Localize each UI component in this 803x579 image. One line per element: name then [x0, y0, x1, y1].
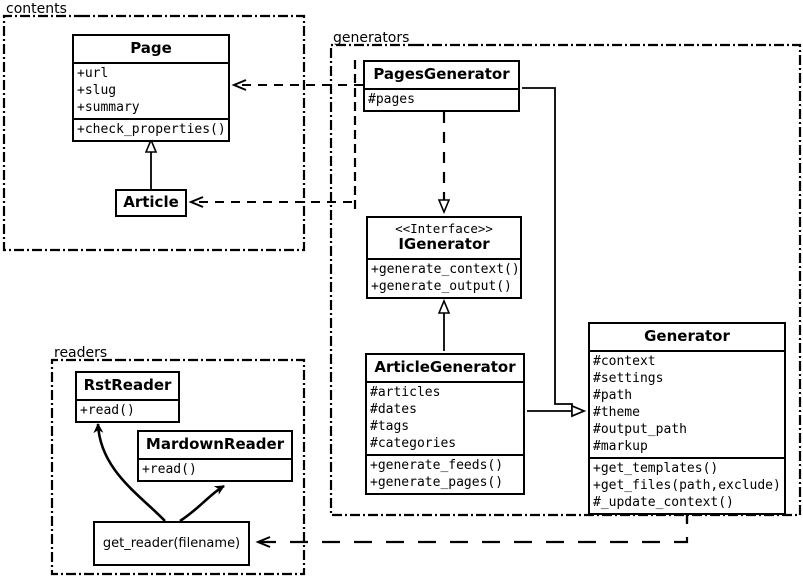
method-row: +generate_feeds(): [370, 458, 504, 473]
package-label-readers: readers: [54, 345, 108, 361]
method-row: +generate_context(): [371, 262, 520, 277]
attribute-row: #output_path: [593, 422, 687, 437]
function-box-get-reader[interactable]: get_reader(filename): [93, 521, 250, 566]
attribute-row: #markup: [593, 439, 648, 454]
package-label-generators: generators: [333, 30, 410, 46]
method-row: +generate_output(): [371, 279, 512, 294]
attribute-row: #pages: [368, 92, 415, 107]
method-row: +read(): [80, 403, 135, 418]
class-title-pagesgenerator: PagesGenerator: [373, 65, 510, 83]
class-attributes-articlegenerator: #articles #dates #tags #categories: [367, 381, 523, 454]
class-methods-mardownreader: +read(): [139, 458, 291, 480]
class-box-generator[interactable]: Generator #context #settings #path #them…: [588, 322, 786, 515]
class-attributes-page: +url +slug +summary: [74, 62, 228, 118]
class-box-page[interactable]: Page +url +slug +summary +check_properti…: [72, 34, 230, 142]
class-title-article: Article: [123, 193, 179, 211]
method-row: #_update_context(): [593, 495, 734, 510]
attribute-row: +url: [77, 66, 109, 81]
method-row: +get_templates(): [593, 461, 719, 476]
class-title-igenerator: IGenerator: [398, 235, 490, 253]
attribute-row: +summary: [77, 100, 140, 115]
edge-getreader-to-rstreader: [93, 423, 166, 522]
class-stereotype-igenerator: <<Interface>>: [395, 221, 493, 236]
attribute-row: #tags: [370, 419, 410, 434]
class-box-mardownreader[interactable]: MardownReader +read(): [137, 430, 293, 482]
class-methods-generator: +get_templates() +get_files(path,exclude…: [590, 457, 784, 513]
edge-getreader-to-mardownreader: [179, 484, 225, 523]
class-title-rstreader: RstReader: [83, 376, 172, 394]
attribute-row: #path: [593, 388, 633, 403]
class-title-mardownreader: MardownReader: [145, 435, 285, 453]
class-box-rstreader[interactable]: RstReader +read(): [75, 371, 180, 423]
package-border-contents: [2, 14, 306, 252]
method-row: +generate_pages(): [370, 475, 504, 490]
package-border-readers: [50, 358, 306, 576]
class-title-page: Page: [130, 39, 172, 57]
method-row: +get_files(path,exclude): [593, 478, 781, 493]
attribute-row: #theme: [593, 405, 640, 420]
class-methods-page: +check_properties(): [74, 118, 228, 140]
attribute-row: #context: [593, 354, 656, 369]
class-methods-articlegenerator: +generate_feeds() +generate_pages(): [367, 454, 523, 493]
method-row: +check_properties(): [77, 122, 226, 137]
class-attributes-pagesgenerator: #pages: [365, 88, 518, 110]
method-row: +read(): [142, 462, 197, 477]
attribute-row: +slug: [77, 83, 117, 98]
attribute-row: #articles: [370, 385, 441, 400]
package-border-generators: [329, 43, 802, 517]
class-title-articlegenerator: ArticleGenerator: [374, 358, 516, 376]
edge-pagesgenerator-inherits-generator: [522, 87, 584, 411]
package-label-contents: contents: [6, 1, 67, 17]
class-box-igenerator[interactable]: <<Interface>> IGenerator +generate_conte…: [366, 216, 522, 299]
attribute-row: #dates: [370, 402, 417, 417]
class-box-pagesgenerator[interactable]: PagesGenerator #pages: [363, 60, 520, 112]
attribute-row: #settings: [593, 371, 664, 386]
class-attributes-generator: #context #settings #path #theme #output_…: [590, 350, 784, 457]
class-title-generator: Generator: [644, 327, 730, 345]
function-label-get-reader: get_reader(filename): [102, 536, 241, 551]
class-box-article[interactable]: Article: [115, 189, 187, 217]
class-box-articlegenerator[interactable]: ArticleGenerator #articles #dates #tags …: [365, 353, 525, 495]
class-methods-rstreader: +read(): [77, 399, 178, 421]
class-methods-igenerator: +generate_context() +generate_output(): [368, 258, 520, 297]
attribute-row: #categories: [370, 436, 457, 451]
